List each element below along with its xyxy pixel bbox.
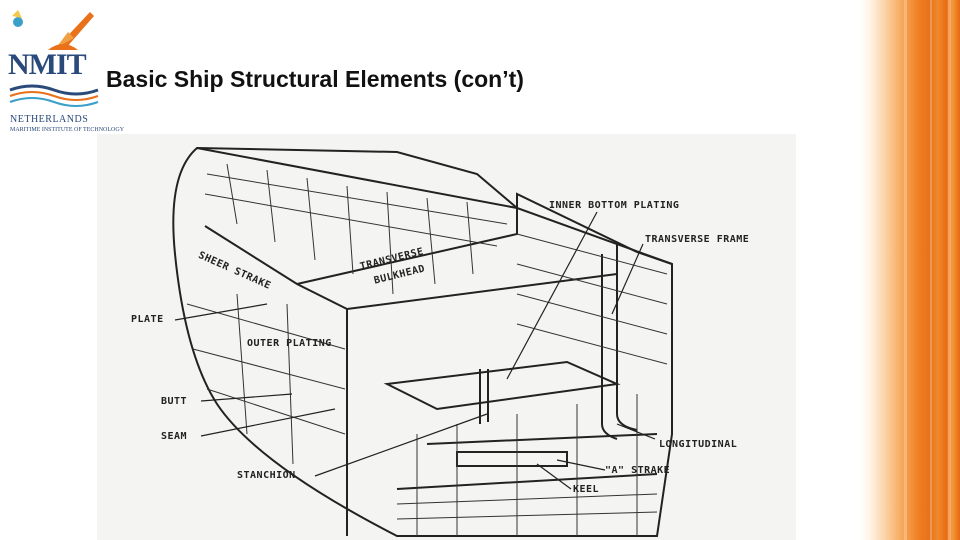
label-a-strake: "A" STRAKE <box>605 465 671 476</box>
band-stripe <box>948 0 951 540</box>
label-transverse-frame: TRANSVERSE FRAME <box>645 234 750 245</box>
band-stripe <box>930 0 932 540</box>
label-outer-plating: OUTER PLATING <box>247 338 332 349</box>
ship-hull-drawing <box>172 146 673 537</box>
label-longitudinal: LONGITUDINAL <box>659 439 738 450</box>
ship-structure-diagram: INNER BOTTOM PLATING TRANSVERSE FRAME SH… <box>97 134 796 540</box>
label-butt: BUTT <box>161 396 188 407</box>
label-keel: KEEL <box>573 484 600 495</box>
nmit-logo: NMIT NETHERLANDS MARITIME INSTITUTE OF T… <box>8 8 124 136</box>
label-seam: SEAM <box>161 431 188 442</box>
label-inner-bottom-plating: INNER BOTTOM PLATING <box>549 200 680 211</box>
logo-country: NETHERLANDS <box>10 114 89 125</box>
slide-title: Basic Ship Structural Elements (con’t) <box>106 66 524 92</box>
logo-waves-icon <box>9 84 99 107</box>
label-plate: PLATE <box>131 314 164 325</box>
band-stripe <box>904 0 907 540</box>
label-stanchion: STANCHION <box>237 470 296 481</box>
logo-subtitle: MARITIME INSTITUTE OF TECHNOLOGY <box>10 127 125 133</box>
logo-emblem-icon <box>12 10 94 50</box>
decorative-orange-band <box>860 0 960 540</box>
logo-acronym: NMIT <box>8 48 87 81</box>
